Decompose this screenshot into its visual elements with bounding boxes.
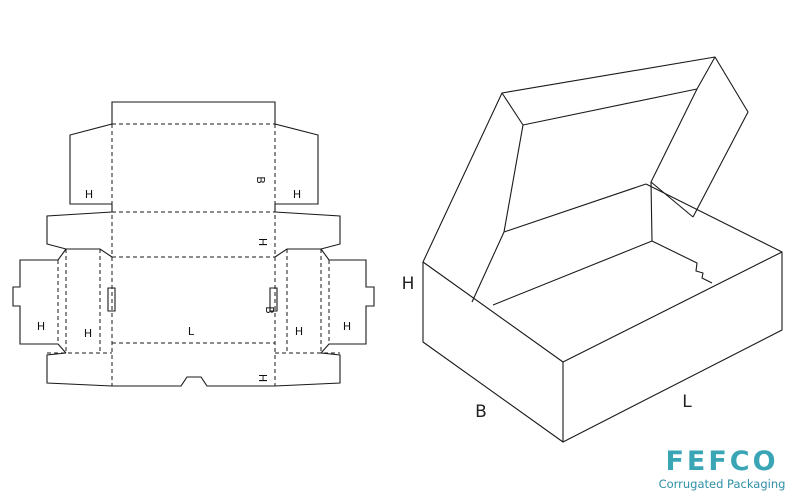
logo-wordmark: FEFCO	[665, 446, 779, 477]
upper-panel-edges	[111, 204, 276, 212]
lower-left-wing	[46, 352, 113, 387]
logo-tagline: Corrugated Packaging	[658, 477, 786, 491]
label-b-lid: B	[254, 176, 267, 184]
box-outer-edges	[422, 183, 783, 363]
label-h-front: H	[256, 374, 269, 382]
lid-inner-flap	[501, 56, 716, 126]
label-h-outer-left: H	[37, 320, 45, 333]
label-b-base: B	[263, 306, 276, 314]
upper-right-wing	[274, 211, 341, 258]
inner-back-corner	[650, 181, 653, 242]
right-outer-panel	[320, 248, 375, 354]
box-front-left-face	[422, 262, 564, 443]
bottom-flap-notch	[112, 376, 275, 387]
lower-right-wing	[274, 352, 341, 387]
lid-top-flap	[111, 101, 276, 124]
lid-outline	[422, 56, 749, 263]
cut-lines	[12, 101, 375, 387]
flat-dimension-labels: H H B H H H L B H H H	[37, 176, 351, 382]
box-3d: H B L	[402, 56, 783, 443]
upper-left-dust-flap	[69, 123, 113, 205]
label-h-outer-right: H	[343, 320, 351, 333]
label-h-box: H	[402, 274, 415, 294]
inner-floor-right	[651, 240, 713, 284]
inner-floor-back	[492, 240, 653, 306]
flat-layout: H H B H H H L B H H H	[12, 101, 375, 387]
fefco-logo: FEFCO Corrugated Packaging	[652, 448, 792, 492]
lid-inner-right-edge	[650, 88, 698, 183]
box-front-right-face	[562, 252, 783, 443]
label-h-inner-right: H	[295, 325, 303, 338]
left-slot	[107, 287, 116, 312]
label-h-upper-left: H	[85, 188, 93, 201]
label-h-inner-left: H	[84, 327, 92, 340]
left-outer-panel	[12, 248, 67, 354]
inner-left-wall	[471, 231, 505, 303]
lid-side-flap	[650, 181, 694, 218]
label-l-box: L	[682, 392, 692, 412]
upper-left-wing	[46, 211, 113, 258]
fold-lines	[47, 123, 340, 386]
inner-back-top	[503, 183, 647, 233]
label-b-box: B	[475, 402, 487, 422]
upper-right-dust-flap	[274, 123, 319, 205]
label-l-base: L	[188, 325, 195, 338]
label-h-lid-front: H	[256, 238, 269, 246]
label-h-upper-right: H	[293, 188, 301, 201]
lid-inner-left-edge	[503, 124, 524, 233]
